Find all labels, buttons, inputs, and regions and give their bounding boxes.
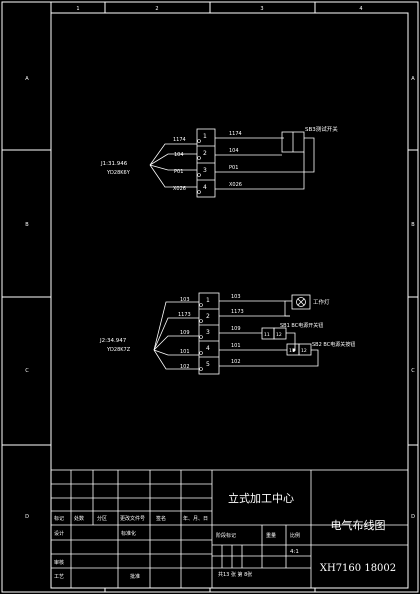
tb-header: 分区 bbox=[97, 515, 107, 522]
col-mark: 1 bbox=[76, 6, 79, 12]
tb-approve: 批准 bbox=[130, 573, 140, 580]
wire-label: 1173 bbox=[231, 309, 244, 315]
diagram1-wiring bbox=[149, 128, 315, 198]
row-mark: D bbox=[411, 514, 415, 520]
tb-header: 更改文件号 bbox=[120, 515, 145, 522]
terminal-number: 2 bbox=[206, 313, 210, 320]
tb-ratio: 4:1 bbox=[290, 549, 299, 555]
col-mark: 2 bbox=[155, 6, 158, 12]
terminal-number: 1 bbox=[206, 297, 210, 304]
wire-label: 1174 bbox=[229, 131, 242, 137]
drawing-number: XH7160 18002 bbox=[320, 563, 396, 574]
terminal-number: 3 bbox=[203, 167, 207, 174]
wire-label: 101 bbox=[180, 349, 190, 355]
col-mark: 3 bbox=[260, 6, 263, 12]
switch2-label: SB2 BC电源关按钮 bbox=[312, 341, 355, 348]
terminal-number: 4 bbox=[203, 184, 207, 191]
row-mark: C bbox=[411, 368, 415, 374]
wire-label: 1173 bbox=[178, 312, 191, 318]
row-mark: C bbox=[25, 368, 29, 374]
col-mark: 4 bbox=[359, 6, 362, 12]
wire-label: X026 bbox=[173, 186, 186, 192]
terminal-number: 5 bbox=[206, 361, 210, 368]
wire-label: 102 bbox=[231, 359, 241, 365]
lamp-icon bbox=[296, 297, 306, 307]
tb-standard: 标准化 bbox=[121, 530, 136, 537]
tb-header: 签名 bbox=[156, 515, 166, 522]
connector-label: J1:31.946 bbox=[100, 161, 128, 167]
row-mark: B bbox=[411, 222, 415, 228]
diagram2-terminal-circles bbox=[199, 303, 296, 371]
tb-stage-mark: 阶段标记 bbox=[216, 532, 236, 539]
terminal-number: 3 bbox=[206, 329, 210, 336]
wire-label: 104 bbox=[174, 152, 184, 158]
switch-term: 12 bbox=[276, 332, 282, 338]
wire-label: 1174 bbox=[173, 137, 186, 143]
wire-label: 103 bbox=[180, 297, 190, 303]
connector-model: YD28K6Y bbox=[106, 170, 131, 176]
tb-header: 标记 bbox=[54, 515, 64, 522]
tb-review: 审核 bbox=[54, 559, 64, 566]
tb-weight: 重量 bbox=[266, 532, 276, 539]
switch-term: 12 bbox=[301, 348, 307, 354]
wire-label: X026 bbox=[229, 182, 242, 188]
tb-sheets: 共13 张 第 8张 bbox=[218, 571, 252, 578]
tb-ratio-label: 比例 bbox=[290, 532, 300, 539]
wire-label: 103 bbox=[231, 294, 241, 300]
wire-label: 109 bbox=[180, 330, 190, 336]
diagram2-wiring bbox=[153, 292, 319, 375]
wire-label: 104 bbox=[229, 148, 239, 154]
row-mark: A bbox=[411, 76, 415, 82]
terminal-number: 2 bbox=[203, 150, 207, 157]
connector-model: YD28K7Z bbox=[106, 347, 131, 353]
connector-label: J2:34.947 bbox=[99, 338, 127, 344]
lamp-label: 工作灯 bbox=[313, 298, 330, 306]
title-block-grid bbox=[50, 469, 409, 589]
switch1-label: SB1 BC电源开关钮 bbox=[280, 322, 323, 329]
project-name: 立式加工中心 bbox=[228, 491, 294, 505]
row-mark: D bbox=[25, 514, 29, 520]
wire-label: 102 bbox=[180, 364, 190, 370]
switch-term: 11 bbox=[264, 332, 270, 338]
drawing-title: 电气布线图 bbox=[331, 518, 386, 532]
wire-label: 101 bbox=[231, 343, 241, 349]
terminal-number: 1 bbox=[203, 133, 207, 140]
tb-header: 年、月、日 bbox=[183, 515, 208, 522]
terminal-number: 4 bbox=[206, 345, 210, 352]
diagram1-terminal-circles bbox=[197, 139, 201, 194]
row-mark: A bbox=[25, 76, 29, 82]
row-mark: B bbox=[25, 222, 29, 228]
test-switch-label: SB3测试开关 bbox=[305, 125, 338, 133]
wire-label: P01 bbox=[174, 169, 183, 175]
tb-header: 处数 bbox=[74, 515, 84, 522]
tb-design: 设计 bbox=[54, 530, 64, 537]
wire-label: P01 bbox=[229, 165, 238, 171]
wire-label: 109 bbox=[231, 326, 241, 332]
tb-process: 工艺 bbox=[54, 574, 64, 580]
switch-term: 11 bbox=[289, 348, 295, 354]
